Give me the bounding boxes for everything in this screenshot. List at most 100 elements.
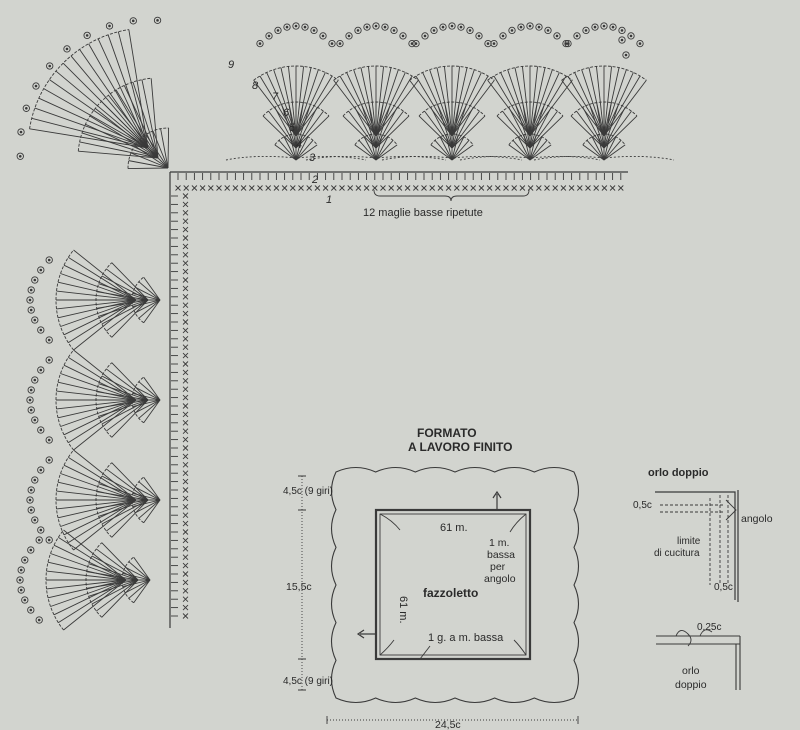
left-scallop [26,249,161,351]
hem-label-angle: angolo [741,513,773,525]
picot [336,39,344,48]
picot [31,516,39,524]
picot [45,356,53,364]
edge-pointer [419,645,431,660]
picot [45,336,53,344]
total-width-dimension: 24,5c [435,719,461,730]
picot [439,23,447,31]
row-number-4: 4 [296,139,302,151]
picot [622,51,630,59]
single-crochet-mark [445,185,452,191]
hem-label-limit-1: limite [677,536,701,547]
single-crochet-mark [182,268,189,275]
picot [31,276,39,284]
single-crochet-mark [470,185,477,191]
picot [627,32,635,40]
single-crochet-mark [568,185,575,191]
picot [37,266,45,274]
single-crochet-mark [486,185,493,191]
single-crochet-mark [182,419,189,426]
hem-fabric-outline [655,490,739,602]
center-label: fazzoletto [423,586,478,600]
single-crochet-mark [182,596,189,603]
single-crochet-mark [182,285,189,292]
row-number-7: 7 [272,91,279,103]
single-crochet-mark [412,185,419,191]
picot [499,32,507,40]
single-crochet-mark [396,185,403,191]
picot [153,16,162,25]
picot [45,456,53,464]
stitches-height: 61 m. [397,596,409,624]
handkerchief-square [374,508,532,661]
single-crochet-mark [298,185,304,191]
left-arrow [356,629,376,639]
single-crochet-mark [182,235,189,241]
single-crochet-mark [182,495,189,502]
left-scallop [26,449,161,551]
row-number-1: 1 [326,194,332,206]
single-crochet-mark [182,193,189,199]
picot [319,32,327,40]
row-number-3: 3 [309,152,316,164]
single-crochet-mark [182,344,189,351]
top-scallop [305,22,447,161]
single-crochet-mark [306,185,313,191]
single-crochet-mark [182,554,189,561]
single-crochet-mark [339,185,345,191]
repeat-bracket [373,189,530,202]
single-crochet-mark [182,243,189,250]
single-crochet-mark [182,226,189,233]
single-crochet-mark [330,185,337,191]
hem-angle-mark [725,499,737,521]
single-crochet-mark [560,185,567,191]
single-crochet-mark [182,209,189,216]
picot [508,26,516,35]
single-crochet-mark [182,377,189,384]
picot [573,32,581,40]
picot [27,286,35,294]
stitches-width: 61 m. [440,522,468,534]
picot [27,386,35,394]
picot [475,32,483,40]
picot [553,32,561,40]
picot [16,576,24,584]
row-number-6: 6 [283,107,290,119]
picot [535,23,543,31]
hem-fold-curls [675,629,713,647]
single-crochet-mark [527,185,534,191]
picot [328,39,336,48]
single-crochet-mark [182,327,189,334]
scalloped-outline [330,466,580,704]
picot [600,22,608,30]
single-crochet-mark [355,185,362,191]
corner-note-3: per [490,561,506,573]
single-crochet-mark [601,185,608,191]
single-crochet-mark [182,470,189,477]
single-crochet-mark [182,386,189,393]
single-crochet-mark [281,185,288,191]
picot [27,486,35,494]
edge-note: 1 g. a m. bassa [428,632,504,644]
picot [31,476,39,484]
picot [636,39,644,48]
hem-fold-lines [660,495,729,585]
picot [310,26,318,35]
hem-label-hem-2: doppio [675,679,707,691]
top-scallop [459,22,601,161]
format-title-line1: FORMATO [417,426,477,440]
picot [526,22,534,30]
dimension-ticks-left [298,475,306,691]
picot [292,22,300,30]
hem-dim-small: 0,25c [697,622,721,633]
single-crochet-mark [199,185,206,191]
single-crochet-mark [371,185,378,191]
picot [22,104,30,112]
left-scallop [26,349,161,451]
picot [26,296,34,304]
single-crochet-mark [617,185,624,191]
picot [27,506,35,514]
single-crochet-mark [380,185,386,191]
single-crochet-mark [182,453,189,460]
single-crochet-mark [453,185,460,191]
